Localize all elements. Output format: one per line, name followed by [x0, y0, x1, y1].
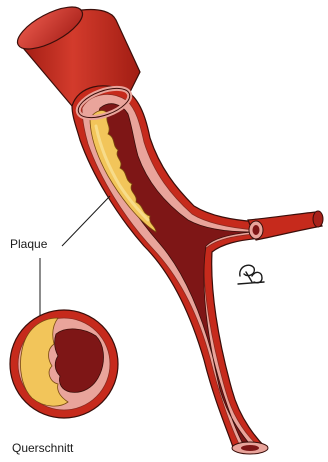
side-branch-cap	[313, 211, 323, 227]
cross-section	[10, 310, 118, 418]
plaque-label: Plaque	[10, 237, 47, 251]
plaque-leader-line	[62, 196, 110, 246]
cross-section-label: Querschnitt	[12, 441, 73, 455]
signature-mark-icon	[238, 265, 264, 284]
